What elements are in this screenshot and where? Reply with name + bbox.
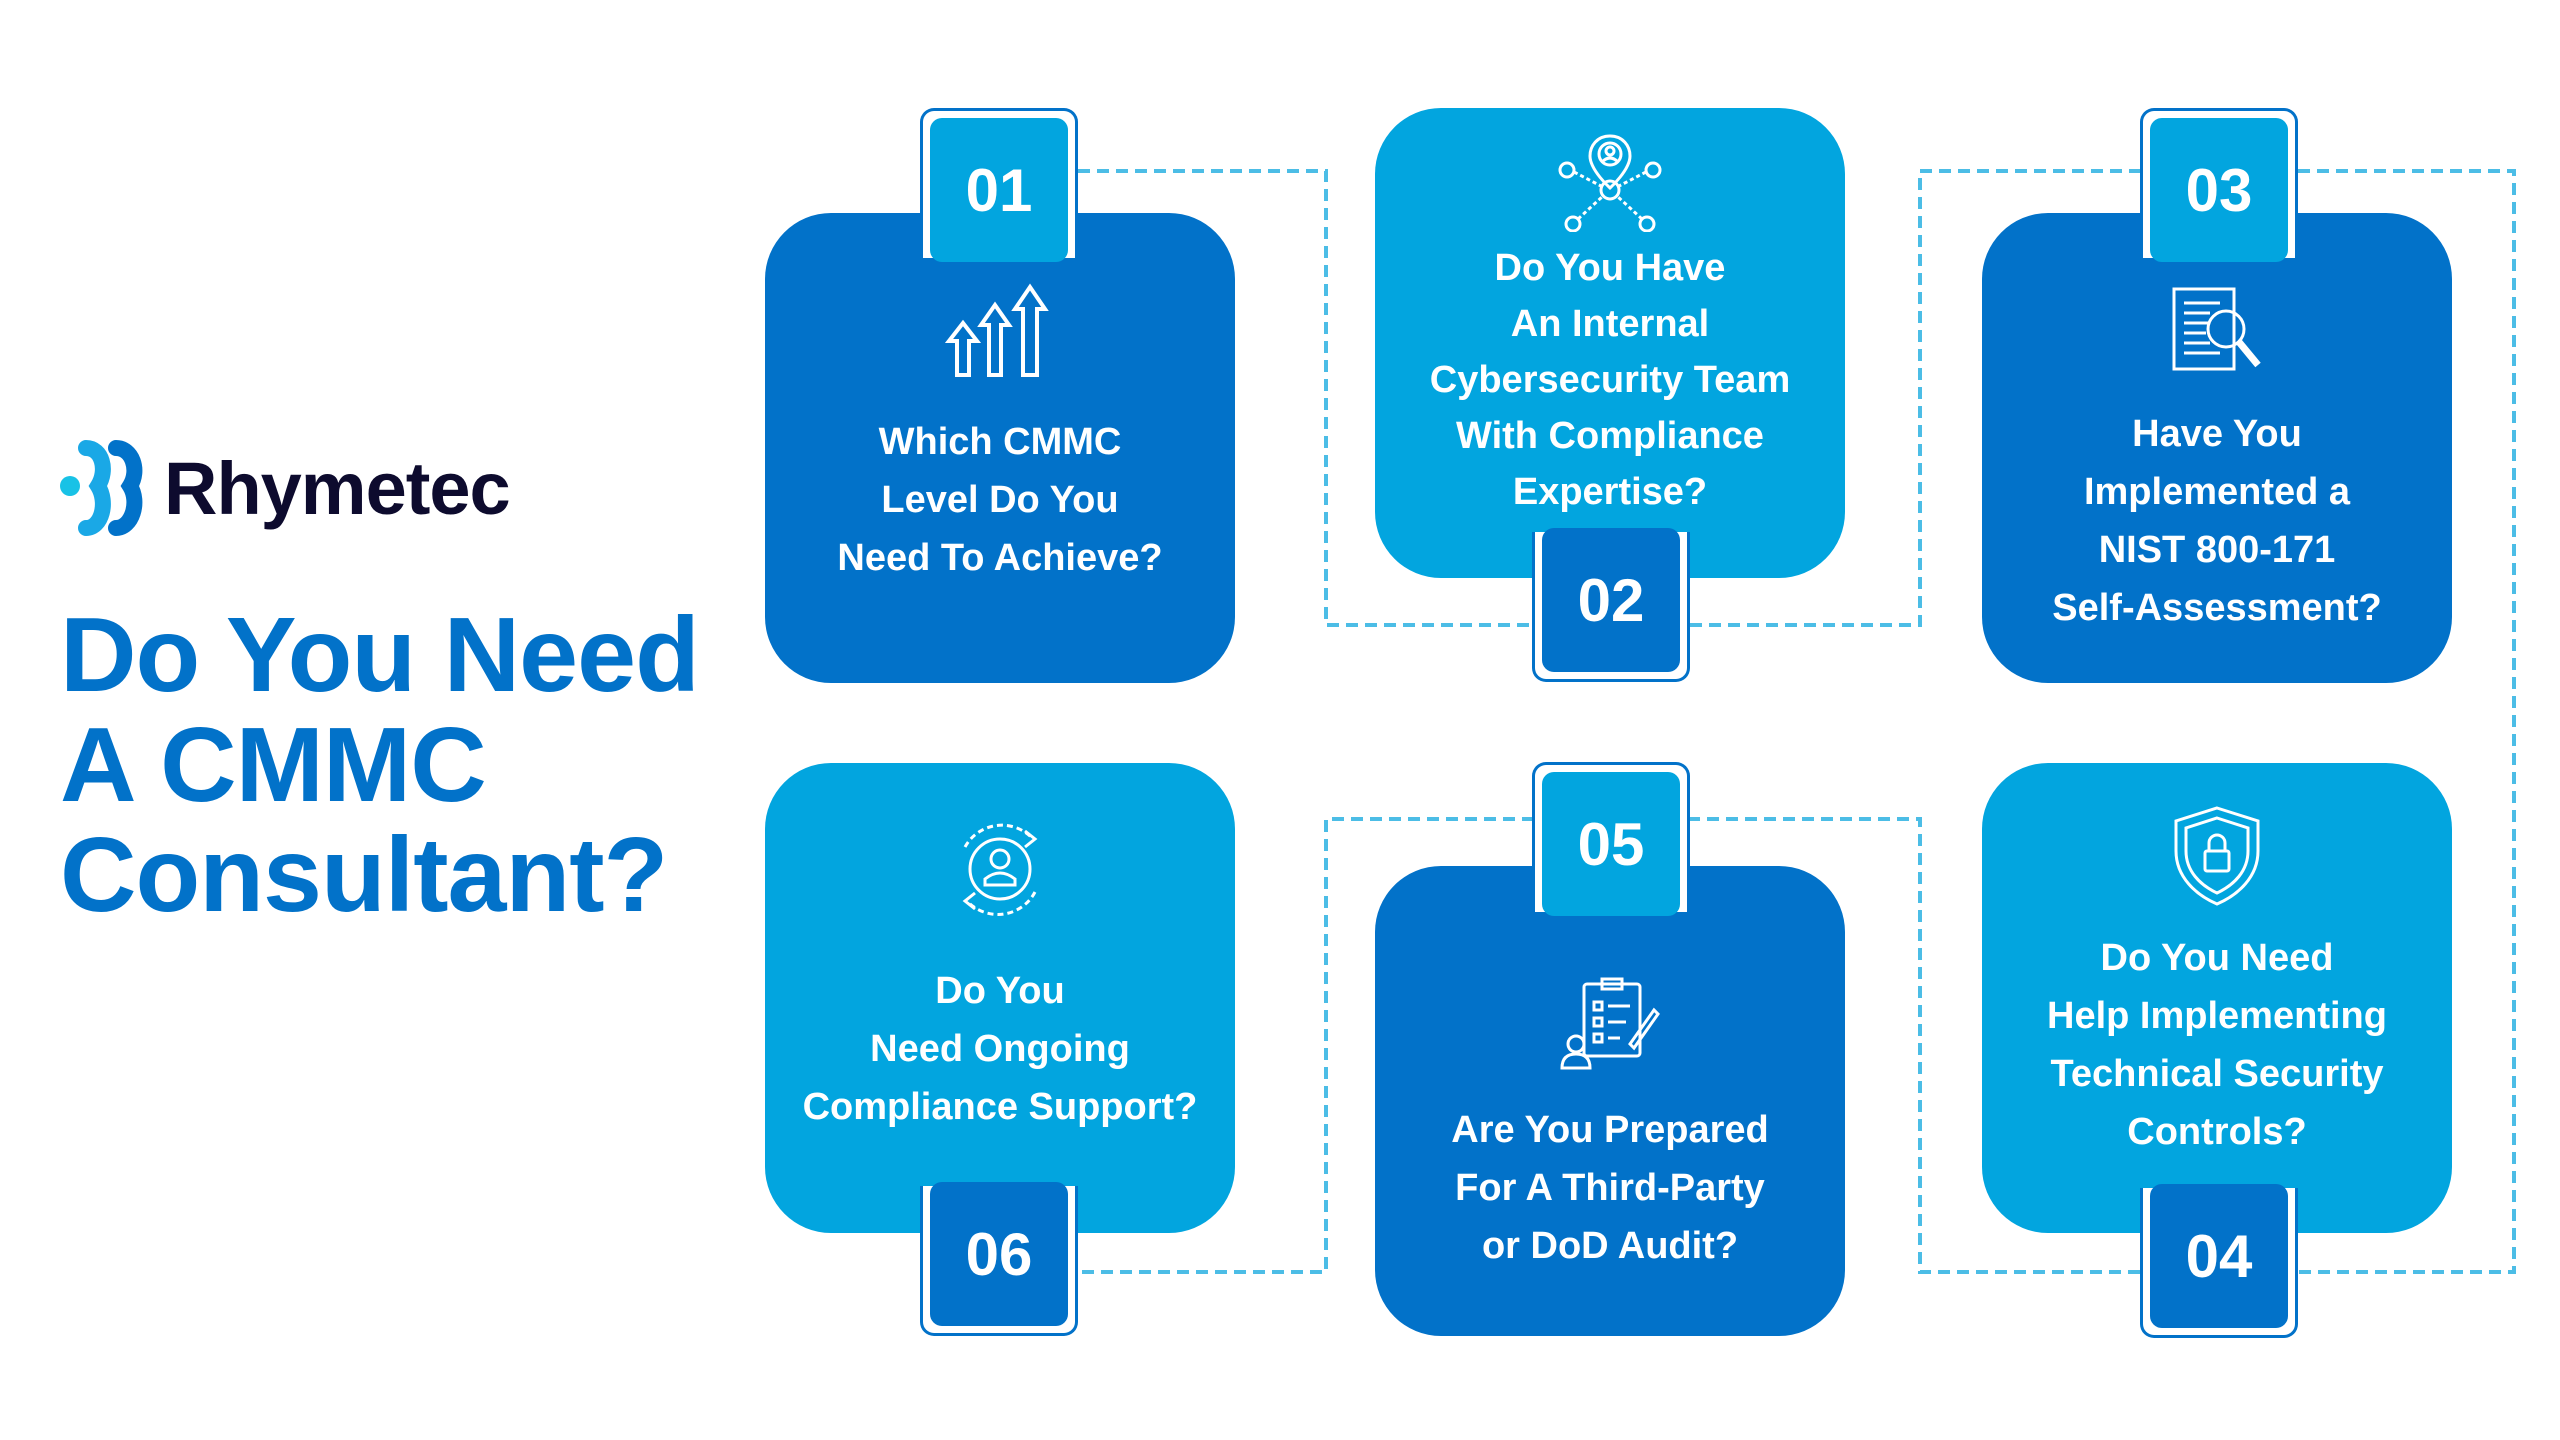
question-line: An Internal — [1510, 303, 1710, 345]
title-line: Do You Need — [60, 596, 700, 714]
question-line: or DoD Audit? — [1481, 1225, 1739, 1267]
step-number: 01 — [930, 118, 1068, 262]
step-number: 03 — [2150, 118, 2288, 262]
page-title: Do You Need A CMMC Consultant? — [60, 600, 700, 930]
question-line: NIST 800-171 — [2098, 529, 2336, 571]
brand-name: Rhymetec — [164, 446, 511, 530]
step-number: 05 — [1542, 772, 1680, 916]
rising-arrows-icon — [945, 283, 1049, 377]
question-line: Have You — [2132, 413, 2302, 455]
question-line: Need Ongoing — [870, 1028, 1130, 1070]
question-line: Do You — [935, 970, 1065, 1012]
step-badge-02: 02 — [1532, 528, 1690, 682]
step-badge-01: 01 — [920, 108, 1078, 262]
step-number: 02 — [1542, 528, 1680, 672]
support-cycle-icon — [962, 823, 1038, 916]
step-badge-04: 04 — [2140, 1184, 2298, 1338]
logo-mark-icon — [60, 440, 143, 536]
step-number: 04 — [2150, 1184, 2288, 1328]
question-line: With Compliance — [1456, 415, 1764, 457]
title-line: A CMMC — [60, 706, 487, 824]
question-line: Do You Need — [2100, 937, 2334, 979]
brand-logo: Rhymetec — [58, 440, 511, 536]
question-line: Self-Assessment? — [2052, 587, 2382, 629]
step-number: 06 — [930, 1182, 1068, 1326]
question-line: Do You Have — [1494, 247, 1726, 289]
question-line: Level Do You — [881, 479, 1119, 521]
question-line: Help Implementing — [2047, 995, 2387, 1037]
title-line: Consultant? — [60, 816, 668, 934]
question-line: Which CMMC — [878, 421, 1122, 463]
step-badge-03: 03 — [2140, 108, 2298, 262]
question-line: Compliance Support? — [802, 1086, 1198, 1128]
shield-lock-icon — [2174, 806, 2260, 906]
question-line: Are You Prepared — [1451, 1109, 1769, 1151]
step-badge-05: 05 — [1532, 762, 1690, 916]
question-line: Implemented a — [2083, 471, 2351, 513]
team-network-icon — [1558, 134, 1662, 232]
step-badge-06: 06 — [920, 1182, 1078, 1336]
question-line: Technical Security — [2050, 1053, 2384, 1095]
question-line: Cybersecurity Team — [1429, 359, 1791, 401]
question-line: Need To Achieve? — [837, 537, 1163, 579]
audit-clipboard-icon — [1560, 977, 1660, 1070]
question-line: Expertise? — [1512, 471, 1708, 513]
question-line: Controls? — [2127, 1111, 2307, 1153]
document-search-icon — [2172, 287, 2261, 371]
question-line: For A Third-Party — [1455, 1167, 1765, 1209]
